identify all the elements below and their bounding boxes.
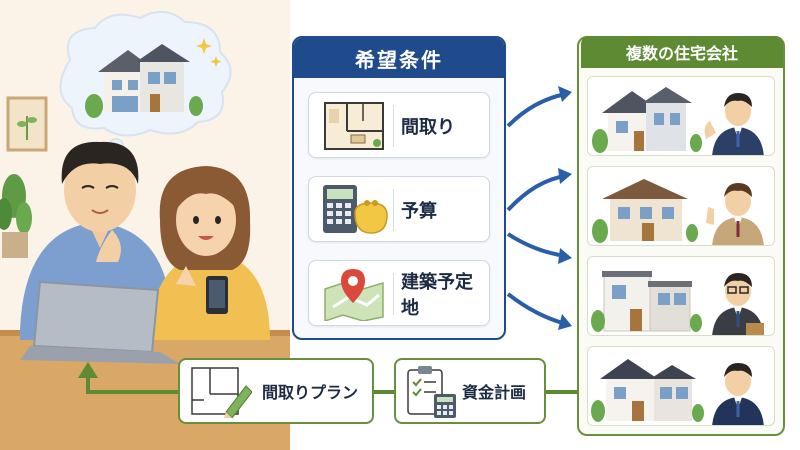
output-card-funding: 資金計画	[394, 358, 546, 424]
arrow-to-company-1	[506, 86, 572, 128]
couple-illustration	[0, 0, 290, 450]
companies-title: 複数の住宅会社	[581, 36, 783, 68]
requirement-card-site: 建築予定地	[308, 260, 490, 326]
company-card-3	[587, 256, 775, 336]
company-card-1	[587, 76, 775, 156]
requirement-label-budget: 予算	[401, 201, 437, 222]
arrow-to-company-3	[506, 232, 572, 264]
house-with-agent-4	[591, 359, 764, 425]
company-card-2	[587, 166, 775, 246]
calculator-wallet-icon	[323, 185, 388, 234]
clipboard-calculator-icon	[407, 366, 456, 418]
requirement-card-budget: 予算	[308, 176, 490, 242]
requirement-label-layout: 間取り	[401, 117, 455, 138]
output-label-funding: 資金計画	[462, 383, 527, 402]
company-card-4	[587, 346, 775, 426]
requirement-label-site: 建築予定地	[401, 272, 473, 319]
requirements-title: 希望条件	[294, 38, 504, 78]
requirement-card-layout: 間取り	[308, 92, 490, 158]
house-with-agent-1	[592, 87, 764, 155]
companies-panel: 複数の住宅会社	[577, 36, 785, 436]
floor-plan-pencil-icon	[191, 367, 252, 418]
output-card-floor-plan: 間取りプラン	[178, 358, 374, 424]
map-pin-icon	[324, 269, 384, 321]
laptop	[20, 280, 180, 364]
wall-picture	[6, 96, 48, 152]
requirements-panel: 希望条件 間取り 予算	[292, 36, 506, 340]
house-with-agent-2	[592, 179, 764, 245]
house-with-agent-3	[591, 271, 764, 335]
dream-house-thought-bubble	[59, 11, 232, 167]
flow-arrows	[506, 86, 572, 330]
potted-plant	[0, 174, 32, 258]
arrow-to-company-4	[506, 292, 572, 330]
woman-figure	[150, 166, 270, 340]
output-label-floor-plan: 間取りプラン	[262, 383, 359, 402]
floor-plan-icon	[324, 102, 384, 150]
arrow-to-company-2	[506, 168, 572, 212]
